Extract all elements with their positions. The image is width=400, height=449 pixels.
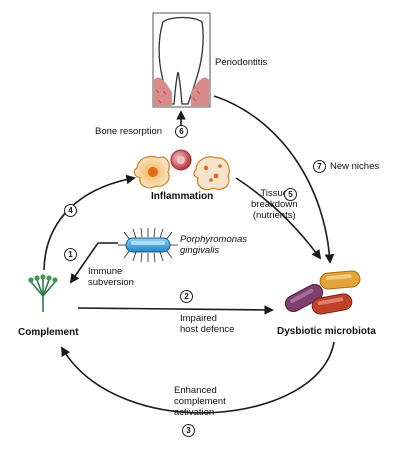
tooth-icon (152, 12, 211, 108)
periodontitis-label: Periodontitis (215, 57, 268, 68)
step-1-marker: 1 (64, 248, 77, 261)
step-5-marker: 5 (284, 188, 297, 201)
inflammation-cells-icon (133, 149, 230, 191)
arrows (43, 95, 335, 414)
dysbiotic-microbiota-label: Dysbiotic microbiota (277, 326, 376, 337)
bacterium-icon (118, 227, 178, 263)
microbiota-icon (284, 270, 361, 315)
arrow-immune-subversion (69, 242, 118, 284)
inflammation-label: Inflammation (151, 191, 214, 202)
step-7-marker: 7 (313, 160, 326, 173)
arrow-new-niches (213, 95, 335, 264)
new-niches-label: New niches (330, 161, 380, 172)
impaired-defence-label: Impaired host defence (180, 313, 235, 335)
porphyromonas-label: Porphyromonas gingivalis (180, 234, 248, 256)
arrow-tissue-breakdown (235, 177, 322, 260)
bone-resorption-label: Bone resorption (95, 126, 163, 137)
arrow-enhanced-activation (61, 341, 335, 414)
complement-label: Complement (18, 327, 79, 338)
enhanced-activation-label: Enhanced complement activation (174, 385, 226, 418)
step-6-marker: 6 (175, 125, 188, 138)
step-3-marker: 3 (182, 424, 195, 437)
step-4-marker: 4 (64, 204, 77, 217)
complement-icon (28, 274, 58, 312)
arrow-impaired-defence (77, 305, 274, 315)
tissue-breakdown-label: Tissue breakdown (nutrients) (251, 188, 298, 221)
immune-subversion-label: Immune subversion (88, 266, 134, 288)
step-2-marker: 2 (180, 290, 193, 303)
